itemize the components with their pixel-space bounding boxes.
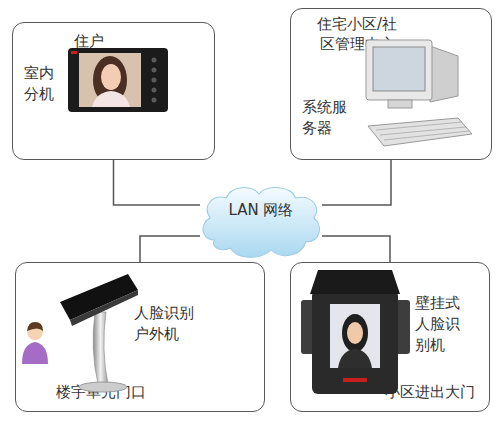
network-link [114,160,201,205]
cloud-outline [203,188,320,258]
management-box: 住宅小区/社 区管理中心系统服 务器 [290,8,492,160]
device-label: 人脸识别 户外机 [134,303,200,345]
gate-box: 壁挂式 人脸识 别机小区进出大门 [290,262,490,412]
box-title: 住宅小区/社 区管理中心 [309,14,405,54]
cloud-shape [200,182,322,262]
device-label: 室内 分机 [24,63,58,105]
resident-box: 住户室内 分机 [12,22,215,160]
network-label: LAN 网络 [200,201,322,220]
device-label: 系统服 务器 [302,97,352,139]
location-label: 楼宇单元门口 [56,382,166,403]
location-label: 小区进出大门 [385,382,485,403]
network-cloud: LAN 网络 [200,182,322,262]
network-link [322,236,390,262]
network-link [140,236,200,262]
device-label: 壁挂式 人脸识 别机 [415,293,467,356]
box-title: 住户 [74,31,114,52]
network-link [322,160,391,205]
entrance-box: 人脸识别 户外机楼宇单元门口 [15,262,265,412]
